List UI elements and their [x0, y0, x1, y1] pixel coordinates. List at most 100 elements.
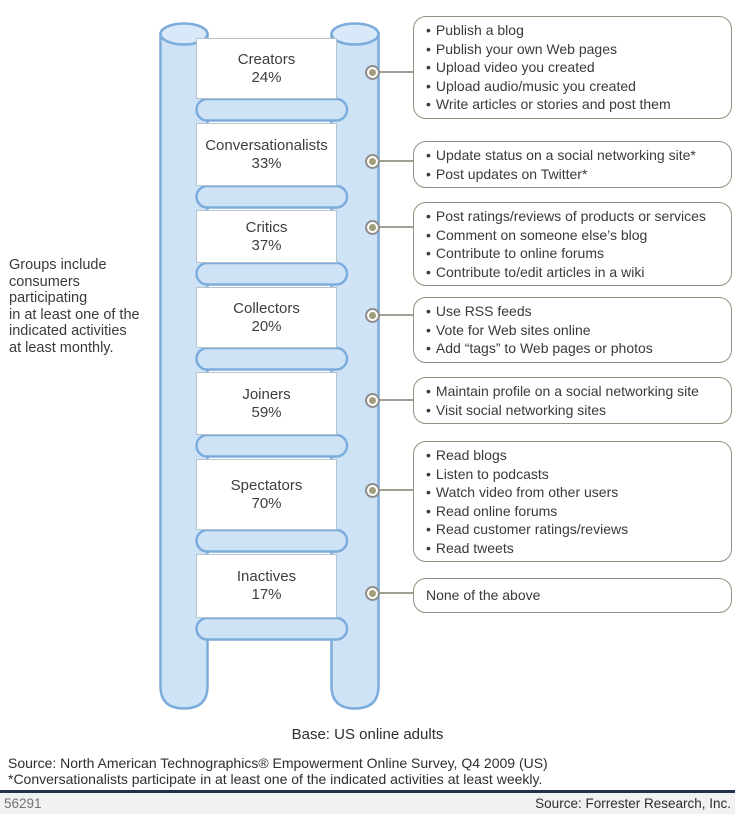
connector-line: [378, 592, 414, 594]
base-note: Base: US online adults: [291, 726, 444, 743]
connector-dot: [365, 585, 380, 601]
activity-text: Use RSS feeds: [435, 303, 532, 319]
bullet-marker: •: [426, 245, 431, 261]
activity-item: •Publish your own Web pages: [426, 40, 719, 59]
activity-text: Maintain profile on a social networking …: [435, 383, 699, 399]
connector-dot: [365, 64, 380, 80]
activity-text: None of the above: [426, 587, 541, 603]
activity-text: Publish a blog: [435, 22, 524, 38]
group-name: Joiners: [242, 385, 291, 403]
group-box-critics: Critics 37%: [196, 210, 337, 263]
connector-line: [378, 226, 414, 228]
group-name: Critics: [245, 218, 288, 236]
connector-dot: [365, 153, 380, 169]
callout-conversationalists: •Update status on a social networking si…: [413, 141, 732, 188]
activity-item: None of the above: [426, 586, 719, 605]
bullet-marker: •: [426, 484, 431, 500]
group-percent: 33%: [251, 154, 282, 172]
callout-inactives: None of the above: [413, 578, 732, 613]
activity-item: •Contribute to online forums: [426, 244, 719, 263]
connector-dot: [365, 392, 380, 408]
groups-definition-note: Groups include consumers participating i…: [9, 257, 140, 356]
survey-source-line: Source: North American Technographics® E…: [8, 755, 548, 771]
bullet-marker: •: [426, 502, 431, 519]
activity-text: Update status on a social networking sit…: [435, 147, 696, 163]
activity-item: •Upload audio/music you created: [426, 77, 719, 96]
ladder-rung-3: [195, 261, 349, 286]
activity-text: Comment on someone else’s blog: [435, 226, 648, 243]
bullet-marker: •: [426, 40, 431, 57]
bullet-marker: •: [426, 340, 431, 356]
ladder-rung-1: [195, 97, 349, 122]
activity-text: Publish your own Web pages: [435, 40, 617, 57]
bullet-marker: •: [426, 77, 431, 94]
figure-number: 56291: [4, 796, 42, 811]
activity-text: Post ratings/reviews of products or serv…: [435, 208, 706, 224]
group-percent: 37%: [251, 236, 282, 254]
group-box-collectors: Collectors 20%: [196, 287, 337, 348]
callout-collectors: •Use RSS feeds•Vote for Web sites online…: [413, 297, 732, 363]
activity-item: •Upload video you created: [426, 58, 719, 77]
forrester-source: Source: Forrester Research, Inc.: [535, 796, 731, 811]
group-name: Inactives: [236, 568, 297, 585]
activity-item: •Publish a blog: [426, 21, 719, 40]
group-box-spectators: Spectators 70%: [196, 459, 337, 530]
activity-item: •Use RSS feeds: [426, 302, 719, 321]
activity-item: •Write articles or stories and post them: [426, 95, 719, 114]
callout-spectators: •Read blogs•Listen to podcasts•Watch vid…: [413, 441, 732, 562]
footer-divider: [0, 790, 735, 793]
activity-text: Vote for Web sites online: [435, 321, 591, 338]
group-name: Creators: [237, 50, 296, 68]
group-percent: 17%: [251, 586, 282, 603]
group-percent: 24%: [251, 68, 282, 86]
group-percent: 70%: [251, 494, 282, 512]
callout-critics: •Post ratings/reviews of products or ser…: [413, 202, 732, 286]
bullet-marker: •: [426, 147, 431, 163]
activity-item: •Read tweets: [426, 539, 719, 558]
connector-line: [378, 489, 414, 491]
activity-text: Add “tags” to Web pages or photos: [435, 340, 653, 356]
group-percent: 59%: [251, 403, 282, 421]
activity-item: •Post ratings/reviews of products or ser…: [426, 207, 719, 226]
bullet-marker: •: [426, 465, 431, 482]
bottom-strip: 56291 Source: Forrester Research, Inc.: [0, 793, 735, 814]
ladder-rung-5: [195, 433, 349, 458]
ladder-rung-4: [195, 346, 349, 371]
group-name: Conversationalists: [205, 136, 328, 154]
group-percent: 20%: [251, 317, 282, 335]
activity-item: •Watch video from other users: [426, 483, 719, 502]
bullet-marker: •: [426, 539, 431, 556]
activity-item: •Vote for Web sites online: [426, 321, 719, 340]
activity-item: •Contribute to/edit articles in a wiki: [426, 263, 719, 282]
activity-text: Read blogs: [435, 447, 507, 463]
activity-item: •Comment on someone else’s blog: [426, 226, 719, 245]
activity-text: Contribute to/edit articles in a wiki: [435, 263, 645, 280]
ladder-rung-2: [195, 184, 349, 209]
bullet-marker: •: [426, 263, 431, 280]
ladder-rung-6: [195, 528, 349, 553]
connector-dot: [365, 307, 380, 323]
bullet-marker: •: [426, 208, 431, 224]
callout-creators: •Publish a blog•Publish your own Web pag…: [413, 16, 732, 119]
activity-text: Read online forums: [435, 502, 558, 519]
group-box-joiners: Joiners 59%: [196, 372, 337, 435]
source-block: Source: North American Technographics® E…: [8, 755, 728, 787]
group-name: Collectors: [233, 299, 300, 317]
weekly-footnote: *Conversationalists participate in at le…: [8, 770, 543, 787]
bullet-marker: •: [426, 96, 431, 112]
callout-joiners: •Maintain profile on a social networking…: [413, 377, 732, 424]
activity-item: •Update status on a social networking si…: [426, 146, 719, 165]
activity-text: Listen to podcasts: [435, 465, 549, 482]
bullet-marker: •: [426, 383, 431, 399]
connector-line: [378, 71, 414, 73]
activity-text: Post updates on Twitter*: [435, 165, 588, 182]
bullet-marker: •: [426, 447, 431, 463]
bullet-marker: •: [426, 321, 431, 338]
activity-text: Read customer ratings/reviews: [435, 521, 629, 537]
activity-item: •Read customer ratings/reviews: [426, 520, 719, 539]
activity-item: •Listen to podcasts: [426, 465, 719, 484]
connector-line: [378, 160, 414, 162]
bullet-marker: •: [426, 226, 431, 243]
bullet-marker: •: [426, 401, 431, 418]
group-box-creators: Creators 24%: [196, 38, 337, 99]
